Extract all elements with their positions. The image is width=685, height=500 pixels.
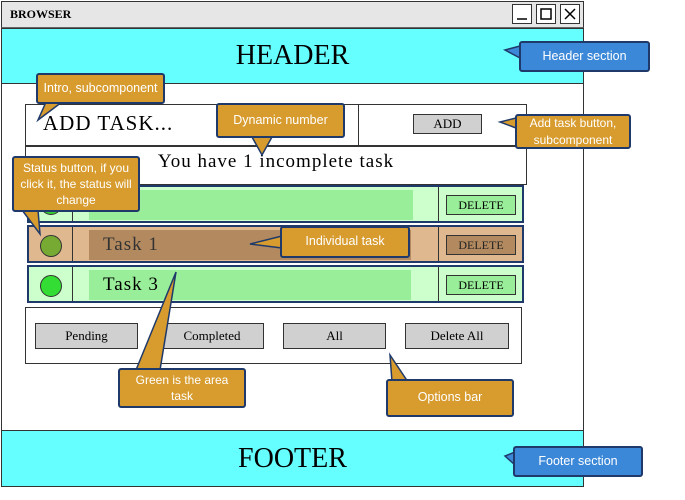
delete-all-button[interactable]: Delete All <box>405 323 509 349</box>
pointer-header <box>502 45 521 60</box>
pointer-green <box>134 271 177 371</box>
pointer-status <box>20 209 41 237</box>
maximize-icon[interactable] <box>536 4 556 24</box>
delete-button[interactable]: DELETE <box>446 195 516 215</box>
callout-add-task-button: Add task button, subcomponent <box>515 114 631 149</box>
window-title: BROWSER <box>10 7 72 21</box>
callout-status-button: Status button, if you click it, the stat… <box>12 156 140 212</box>
pointer-dynamic <box>250 136 274 157</box>
delete-cell <box>438 187 522 221</box>
close-icon[interactable] <box>560 4 580 24</box>
status-button[interactable] <box>40 235 62 257</box>
task-label: Task 1 <box>103 234 159 255</box>
completed-button[interactable]: Completed <box>160 323 264 349</box>
add-task-input[interactable]: ADD TASK... <box>43 111 174 135</box>
callout-green-area: Green is the area task <box>118 368 246 408</box>
all-button[interactable]: All <box>283 323 386 349</box>
callout-footer-section: Footer section <box>513 446 643 477</box>
task-area[interactable]: Task 3 <box>89 270 411 300</box>
incomplete-count-text: You have 1 incomplete task <box>157 151 395 172</box>
status-button[interactable] <box>40 275 62 297</box>
delete-cell <box>438 227 522 261</box>
task-label: Task 3 <box>103 274 159 295</box>
title-bar <box>1 1 584 28</box>
callout-individual-task: Individual task <box>280 226 410 258</box>
callout-intro-subcomponent: Intro, subcomponent <box>36 73 165 104</box>
pointer-add <box>497 117 517 130</box>
status-cell <box>29 227 73 261</box>
footer-section: FOOTER <box>1 430 584 487</box>
minimize-icon[interactable] <box>512 4 532 24</box>
pointer-options <box>389 352 410 383</box>
callout-header-section: Header section <box>519 41 650 72</box>
pointer-intro <box>36 101 65 123</box>
delete-button[interactable]: DELETE <box>446 235 516 255</box>
intro-divider <box>358 104 359 146</box>
callout-options-bar: Options bar <box>386 379 514 417</box>
task-row: Task 3 DELETE <box>27 265 524 303</box>
delete-cell <box>438 267 522 301</box>
status-cell <box>29 267 73 301</box>
callout-dynamic-number: Dynamic number <box>216 103 345 138</box>
pending-button[interactable]: Pending <box>35 323 138 349</box>
add-button[interactable]: ADD <box>413 114 482 134</box>
pointer-individual <box>249 235 283 249</box>
delete-button[interactable]: DELETE <box>446 275 516 295</box>
